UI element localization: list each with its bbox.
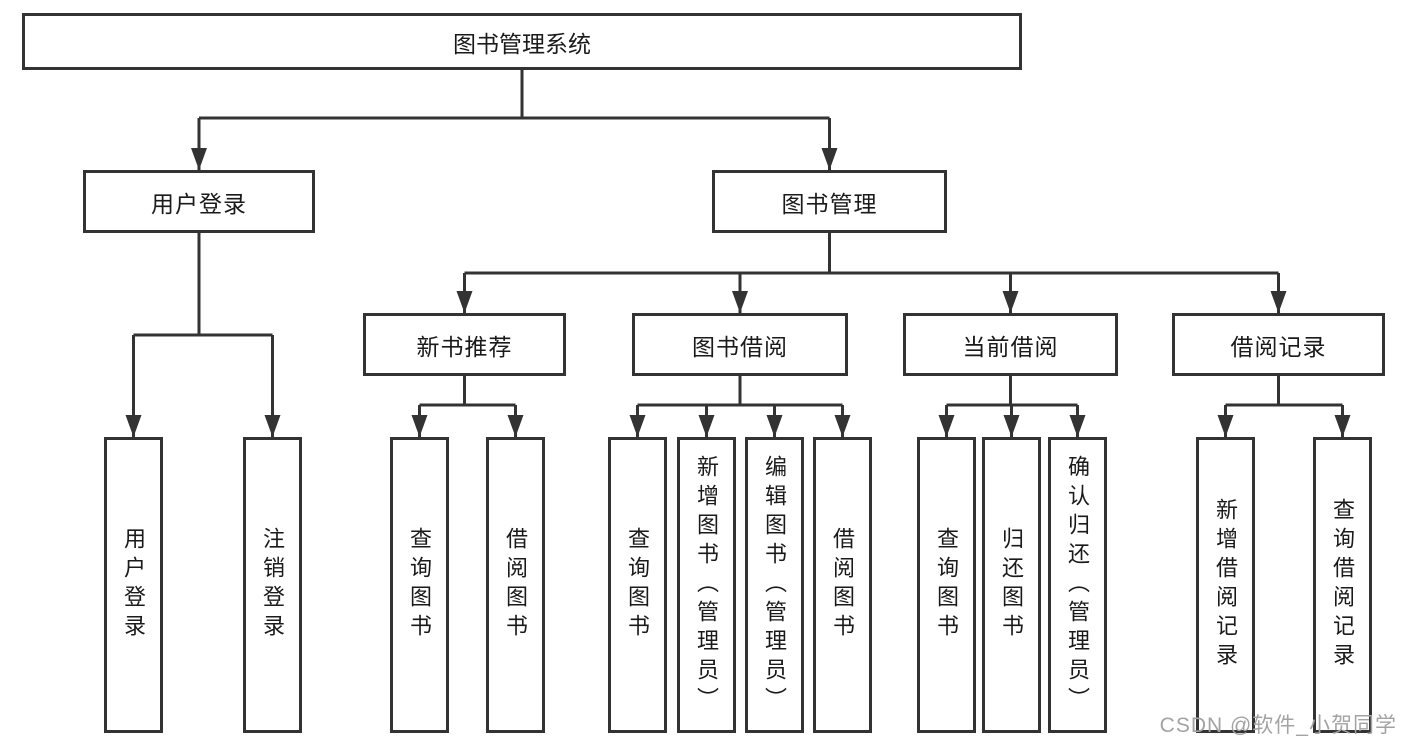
node-book-management-label: 图书管理 — [781, 190, 878, 217]
node-book-borrowing: 图书借阅 — [632, 313, 848, 376]
node-user-login-group: 用户登录 — [83, 170, 315, 233]
leaf-edit-books-admin: 编辑图书（管理员） — [745, 437, 804, 733]
node-new-book-recommend-label: 新书推荐 — [416, 333, 513, 360]
leaf-add-borrow-record: 新增借阅记录 — [1196, 437, 1255, 733]
node-book-borrowing-label: 图书借阅 — [692, 333, 788, 360]
node-borrow-records: 借阅记录 — [1172, 313, 1385, 376]
leaf-add-books-admin: 新增图书（管理员） — [677, 437, 736, 733]
node-borrow-records-label: 借阅记录 — [1230, 333, 1327, 360]
node-book-management: 图书管理 — [712, 170, 947, 233]
node-user-login-group-label: 用户登录 — [151, 190, 247, 217]
watermark: CSDN @软件_小贺同学 — [1159, 714, 1397, 737]
leaf-logout: 注销登录 — [243, 437, 302, 733]
node-root: 图书管理系统 — [22, 13, 1022, 70]
leaf-query-borrow-record: 查询借阅记录 — [1313, 437, 1372, 733]
node-root-label: 图书管理系统 — [453, 30, 591, 57]
leaf-query-books-current: 查询图书 — [917, 437, 976, 733]
leaf-borrow-books-recommend: 借阅图书 — [486, 437, 545, 733]
leaf-return-books: 归还图书 — [982, 437, 1041, 733]
node-new-book-recommend: 新书推荐 — [363, 313, 566, 376]
leaf-borrow-books: 借阅图书 — [813, 437, 872, 733]
leaf-query-books-borrowing: 查询图书 — [608, 437, 667, 733]
leaf-user-login: 用户登录 — [104, 437, 163, 733]
node-current-borrowing: 当前借阅 — [903, 313, 1118, 376]
node-current-borrowing-label: 当前借阅 — [962, 333, 1059, 360]
leaf-confirm-return-admin: 确认归还（管理员） — [1048, 437, 1107, 733]
leaf-query-books-recommend: 查询图书 — [390, 437, 449, 733]
